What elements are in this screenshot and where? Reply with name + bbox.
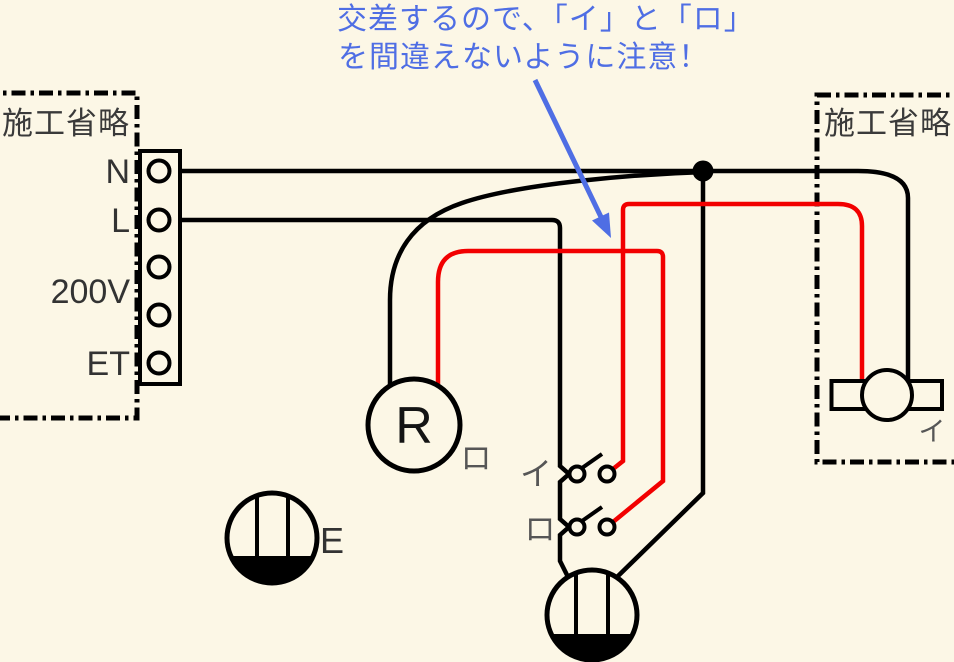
- left-omission-box-label: 施工省略: [2, 106, 130, 141]
- annotation-arrow-shaft: [532, 78, 604, 219]
- annotation-line2: を間違えないように注意！: [338, 41, 709, 74]
- annotation-line1: 交差するので、「イ」と「ロ」: [337, 3, 755, 36]
- switch-ro-lever: [580, 505, 604, 523]
- rosette-e-inner-lines: [255, 496, 290, 558]
- rosette-main-inner-lines: [574, 573, 610, 636]
- rosette-main-filled-segment: [551, 634, 633, 661]
- wire-live-to-switches: [170, 217, 573, 579]
- right-omission-box: [814, 92, 954, 465]
- switch-ro-contact-right: [597, 517, 617, 537]
- switch-i-contact-left: [567, 464, 587, 484]
- terminal-200v-2: [146, 302, 172, 328]
- rosette-e-filled-segment: [230, 556, 314, 584]
- right-omission-box-label: 施工省略: [824, 106, 952, 141]
- wire-neutral-drop-to-rosette: [615, 171, 706, 579]
- fixture-symbol-i: イ: [829, 368, 946, 447]
- hook-ceiling-symbol-main: [544, 567, 640, 662]
- terminal-label-l: L: [111, 202, 130, 240]
- wire-red-switch-i-to-right-fixture: [611, 201, 865, 471]
- left-omission-box: [0, 90, 140, 421]
- lamp-r-circuit-label: ロ: [461, 441, 492, 476]
- wire-neutral-curve-to-lamp-r: [387, 169, 706, 386]
- terminal-et: [146, 350, 172, 376]
- junction-dot: [692, 160, 714, 182]
- fixture-i-circle: [860, 368, 914, 422]
- terminal-label-200v: 200V: [51, 273, 131, 311]
- switch-ro-label: ロ: [525, 512, 556, 547]
- rosette-e-label: E: [320, 520, 344, 561]
- switch-i-contact-right: [597, 464, 617, 484]
- lamp-r-circle: [365, 376, 463, 474]
- terminal-200v-1: [146, 254, 172, 280]
- switch-i-lever: [580, 452, 604, 470]
- switch-i-label: イ: [520, 456, 552, 492]
- switch-ro-contact-left: [567, 517, 587, 537]
- switch-symbol-i: イ: [520, 452, 617, 492]
- wire-neutral-to-right-fixture: [170, 168, 911, 381]
- hook-ceiling-symbol-e: E: [224, 490, 344, 586]
- annotation: 交差するので、「イ」と「ロ」 を間違えないように注意！: [337, 3, 755, 238]
- annotation-arrow-head: [592, 212, 611, 238]
- terminal-n: [146, 158, 172, 184]
- lamp-r-letter: R: [395, 397, 433, 455]
- terminal-label-et: ET: [87, 345, 130, 383]
- fixture-i-circuit-label: イ: [919, 417, 946, 447]
- terminal-label-n: N: [105, 153, 130, 191]
- lamp-receptacle-symbol-r: R ロ: [365, 376, 492, 476]
- terminal-l: [146, 207, 172, 233]
- wire-red-switch-ro-to-lamp-r: [435, 248, 666, 524]
- terminal-block: N L 200V ET: [51, 149, 182, 386]
- switch-symbol-ro: ロ: [525, 505, 617, 547]
